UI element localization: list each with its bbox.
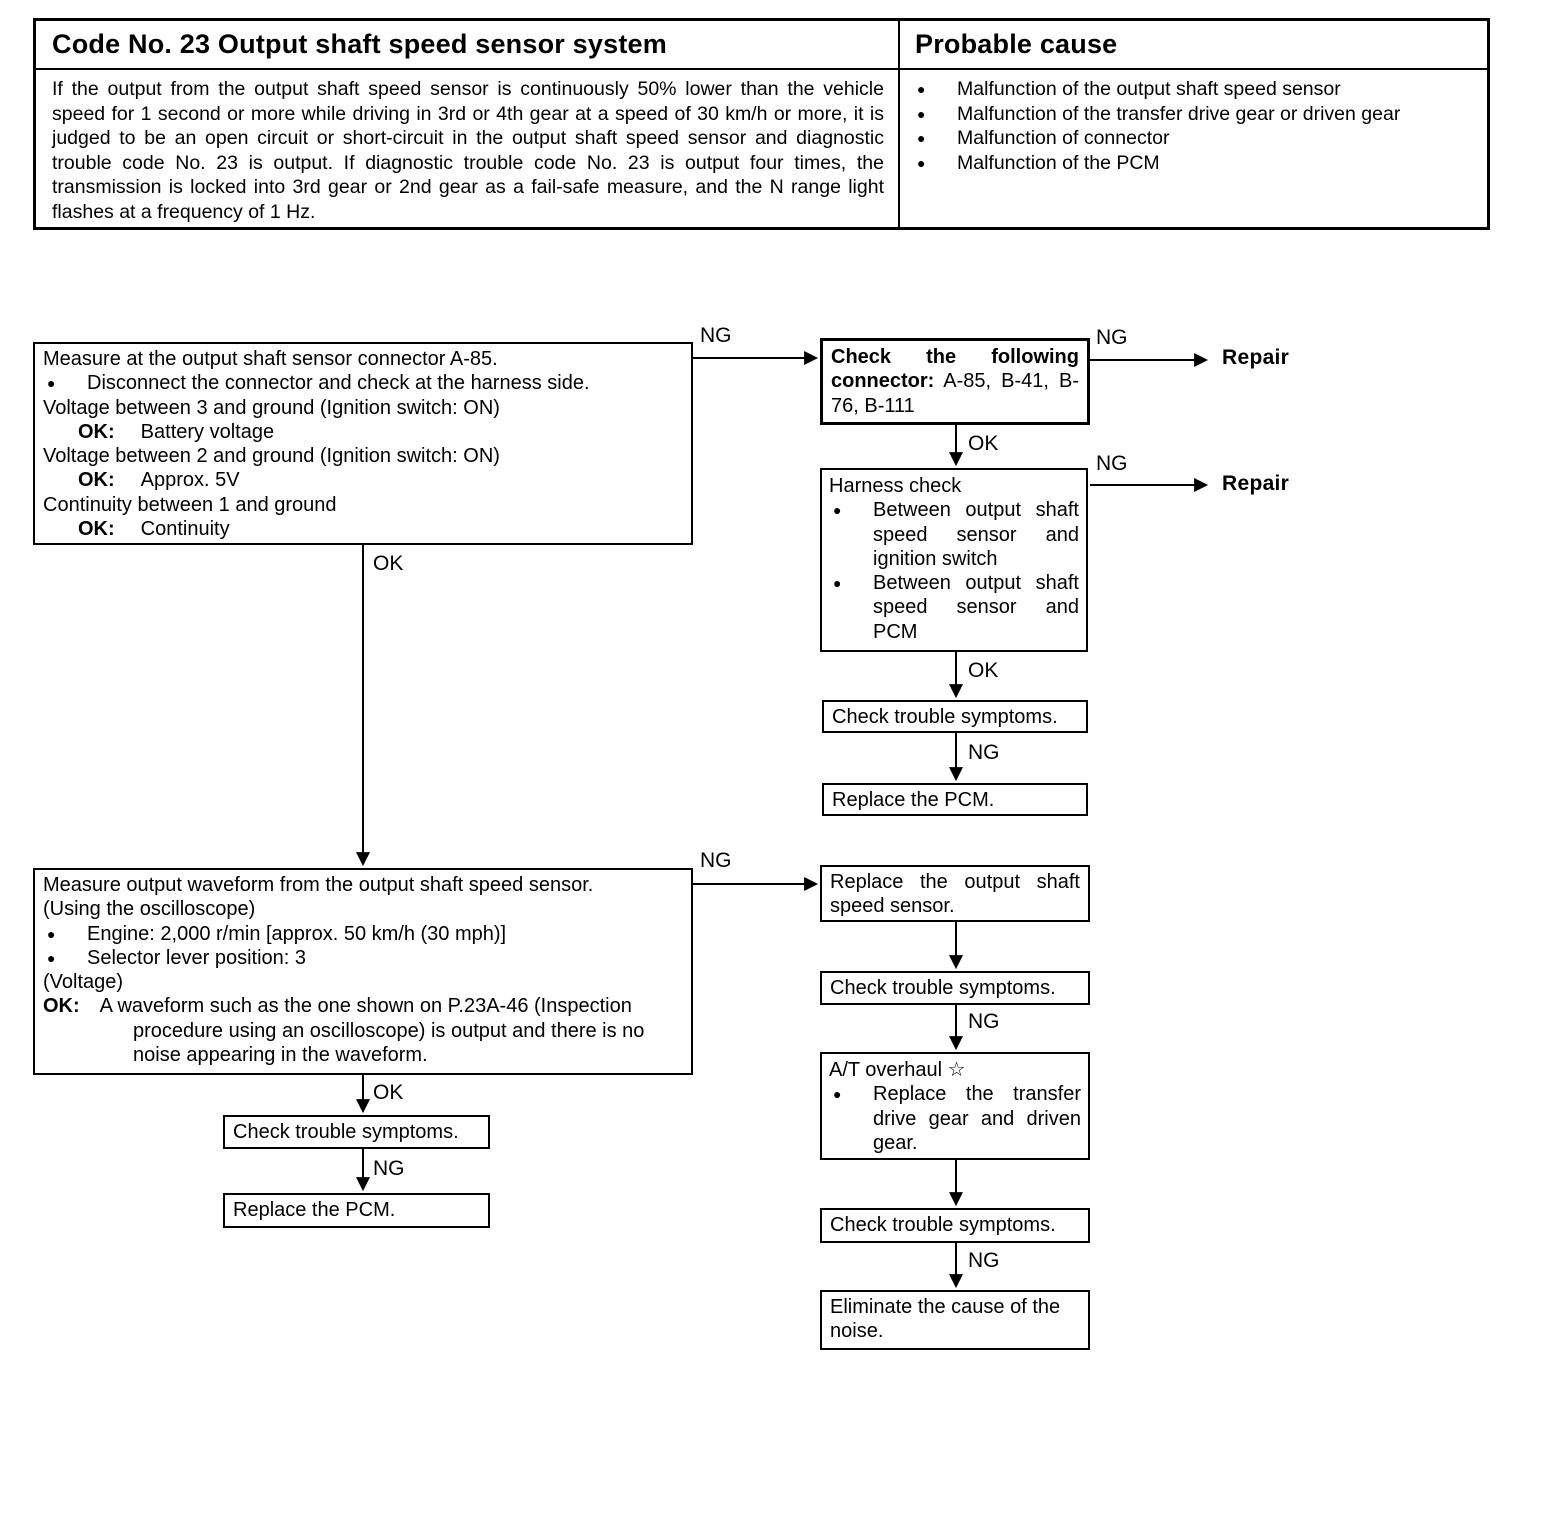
flow-label-ng-cts2: NG	[968, 1010, 1000, 1033]
star-icon: ☆	[947, 1059, 966, 1081]
ok-label: OK:	[78, 518, 115, 541]
flow-label-repair-2: Repair	[1222, 472, 1290, 495]
flow-label-ng-connector: NG	[1096, 326, 1128, 349]
ok-value: Battery voltage	[140, 420, 275, 443]
step-bullet-text: Between output shaft speed sensor and PC…	[873, 572, 1079, 643]
bullet-icon: ●	[47, 375, 56, 392]
flow-label-ok-box1: OK	[373, 552, 404, 575]
probable-cause-text: Malfunction of the output shaft speed se…	[957, 78, 1341, 100]
ok-value: Approx. 5V	[140, 469, 240, 492]
dtc-header-table: Code No. 23 Output shaft speed sensor sy…	[33, 18, 1490, 230]
step-bullet-line: ● Selector lever position: 3	[43, 946, 683, 970]
flow-box-at-overhaul: A/T overhaul ☆ ● Replace the transfer dr…	[820, 1052, 1090, 1160]
probable-cause-list: ● Malfunction of the output shaft speed …	[900, 70, 1487, 227]
check-connector-list: A-85, B-41, B-76, B-111	[831, 370, 1080, 417]
ok-line: OK: Battery voltage	[43, 420, 683, 444]
step-line: Measure output waveform from the output …	[43, 874, 594, 896]
probable-cause-item: ● Malfunction of the output shaft speed …	[914, 77, 1477, 102]
dtc-description: If the output from the output shaft spee…	[36, 70, 900, 227]
step-bullet-line: ● Engine: 2,000 r/min [approx. 50 km/h (…	[43, 922, 683, 946]
flow-box-replace-sensor: Replace the output shaft speed sensor.	[820, 865, 1090, 922]
flow-label-repair-1: Repair	[1222, 346, 1290, 369]
ok-value: A waveform such as the one shown on P.23…	[99, 995, 645, 1067]
probable-cause-title: Probable cause	[900, 21, 1487, 70]
flow-box-replace-pcm-1: Replace the PCM.	[822, 783, 1088, 816]
step-bullet-line: ● Disconnect the connector and check at …	[43, 371, 683, 395]
step-line: (Voltage)	[43, 971, 124, 994]
at-overhaul-title-line: A/T overhaul ☆	[829, 1058, 1081, 1082]
at-overhaul-title: A/T overhaul	[829, 1059, 943, 1081]
check-connector-label: Check the following connector:	[831, 346, 1079, 393]
flow-label-ng-ctsleft: NG	[373, 1157, 405, 1180]
harness-check-title: Harness check	[829, 475, 962, 497]
bullet-icon: ●	[47, 925, 56, 942]
bullet-icon: ●	[833, 575, 842, 592]
ok-value: Continuity	[140, 518, 230, 541]
step-bullet-text: Replace the transfer drive gear and driv…	[873, 1083, 1081, 1154]
bullet-icon: ●	[47, 949, 56, 966]
ok-line: OK: Continuity	[43, 517, 683, 541]
ok-label: OK:	[43, 995, 80, 1018]
flow-label-ng-cts3: NG	[968, 1249, 1000, 1272]
flow-box-measure-waveform: Measure output waveform from the output …	[33, 868, 693, 1075]
flow-box-eliminate-noise: Eliminate the cause of the noise.	[820, 1290, 1090, 1350]
flow-box-check-connector: Check the following connector: A-85, B-4…	[820, 338, 1090, 425]
bullet-icon: ●	[833, 502, 842, 519]
flow-box-check-trouble-symptoms-2: Check trouble symptoms.	[820, 971, 1090, 1005]
flow-label-ok-connector: OK	[968, 432, 999, 455]
probable-cause-text: Malfunction of the PCM	[957, 151, 1160, 174]
flow-box-measure-connector: Measure at the output shaft sensor conne…	[33, 342, 693, 545]
flow-label-ng-box2: NG	[700, 849, 732, 872]
step-line: Continuity between 1 and ground	[43, 493, 337, 516]
dtc-code-title: Code No. 23 Output shaft speed sensor sy…	[36, 21, 900, 70]
flow-box-check-trouble-symptoms-left: Check trouble symptoms.	[223, 1115, 490, 1149]
flow-box-harness-check: Harness check ● Between output shaft spe…	[820, 468, 1088, 652]
step-bullet-text: Selector lever position: 3	[87, 946, 307, 969]
probable-cause-item: ● Malfunction of the transfer drive gear…	[914, 102, 1477, 127]
probable-cause-text: Malfunction of the transfer drive gear o…	[957, 102, 1401, 125]
bullet-icon: ●	[833, 1086, 842, 1103]
bullet-icon: ●	[917, 130, 926, 147]
bullet-icon: ●	[917, 154, 926, 171]
step-bullet-text: Disconnect the connector and check at th…	[87, 372, 590, 395]
flow-label-ok-box2: OK	[373, 1081, 404, 1104]
flow-box-check-trouble-symptoms-3: Check trouble symptoms.	[820, 1208, 1090, 1243]
step-line: Voltage between 3 and ground (Ignition s…	[43, 396, 500, 419]
step-bullet-text: Engine: 2,000 r/min [approx. 50 km/h (30…	[87, 922, 507, 945]
step-bullet-line: ● Between output shaft speed sensor and …	[829, 498, 1079, 571]
step-bullet-line: ● Replace the transfer drive gear and dr…	[829, 1082, 1081, 1155]
flow-box-check-trouble-symptoms-1: Check trouble symptoms.	[822, 700, 1088, 733]
ok-line: OK: A waveform such as the one shown on P…	[43, 994, 683, 1067]
probable-cause-item: ● Malfunction of the PCM	[914, 151, 1477, 176]
flow-box-replace-pcm-left: Replace the PCM.	[223, 1193, 490, 1228]
ok-label: OK:	[78, 469, 115, 492]
bullet-icon: ●	[917, 105, 926, 122]
ok-label: OK:	[78, 420, 115, 443]
flow-label-ng-harness: NG	[1096, 452, 1128, 475]
flow-label-ng-cts1: NG	[968, 741, 1000, 764]
bullet-icon: ●	[917, 81, 926, 97]
step-bullet-text: Between output shaft speed sensor and ig…	[873, 499, 1079, 570]
step-line: (Using the oscilloscope)	[43, 898, 256, 921]
flow-label-ng-box1: NG	[700, 324, 732, 347]
ok-line: OK: Approx. 5V	[43, 468, 683, 492]
step-line: Voltage between 2 and ground (Ignition s…	[43, 445, 500, 468]
step-bullet-line: ● Between output shaft speed sensor and …	[829, 571, 1079, 644]
probable-cause-text: Malfunction of connector	[957, 127, 1170, 150]
flow-label-ok-harness: OK	[968, 659, 999, 682]
probable-cause-item: ● Malfunction of connector	[914, 126, 1477, 151]
step-line: Measure at the output shaft sensor conne…	[43, 348, 498, 370]
